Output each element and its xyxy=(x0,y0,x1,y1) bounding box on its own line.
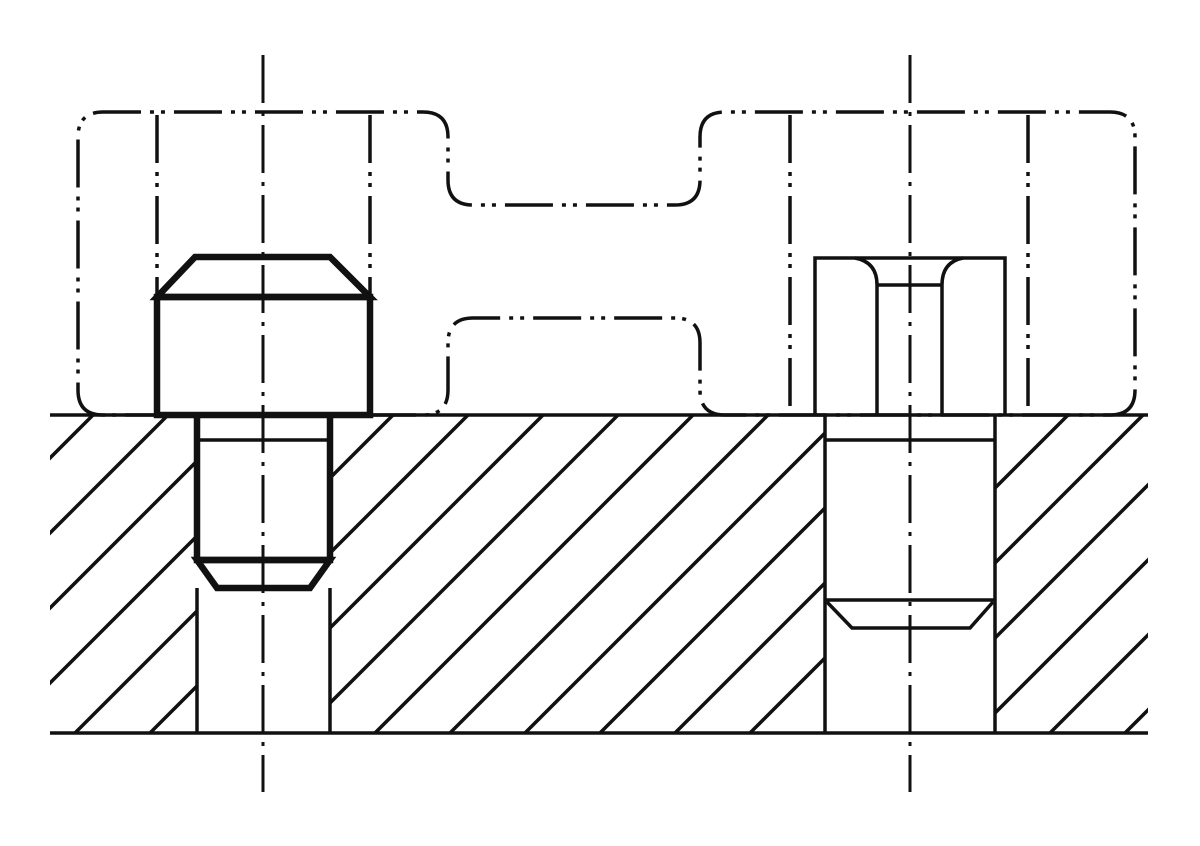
screw-tip-chamfer xyxy=(190,556,337,592)
section-hatching xyxy=(0,415,1148,733)
hatch-line xyxy=(523,415,845,733)
insert-body xyxy=(813,256,1007,415)
phantom-clamp-outline xyxy=(76,110,1137,417)
hatch-line xyxy=(50,415,95,733)
hatch-line xyxy=(373,415,695,733)
hatch-line xyxy=(448,415,770,733)
hatch-line xyxy=(50,415,245,733)
hatch-line xyxy=(50,415,170,733)
hatch-line xyxy=(0,415,18,733)
hatch-line xyxy=(898,415,1148,733)
hatch-line xyxy=(298,415,620,733)
hatch-line xyxy=(50,415,320,733)
threaded-insert xyxy=(813,256,1007,415)
hatch-line xyxy=(1048,415,1148,733)
insert-bore-right xyxy=(940,256,964,415)
hatch-line xyxy=(973,415,1148,733)
insert-bore-left xyxy=(854,256,879,415)
